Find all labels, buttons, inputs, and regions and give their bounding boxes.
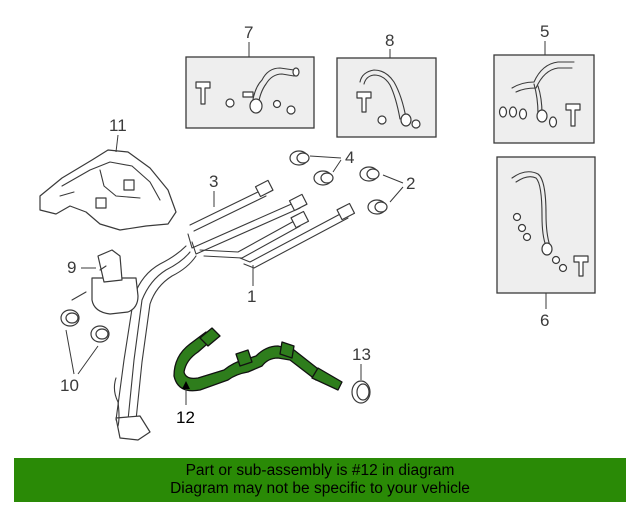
callout-7: 7 <box>244 23 253 42</box>
sub-assembly-6[interactable] <box>496 156 596 294</box>
banner-line-1: Part or sub-assembly is #12 in diagram <box>185 462 455 479</box>
reservoir-9[interactable] <box>71 249 139 315</box>
callout-8: 8 <box>385 31 394 50</box>
callout-2: 2 <box>406 174 415 193</box>
sub-assembly-5[interactable] <box>493 54 595 144</box>
callout-5: 5 <box>540 22 549 41</box>
info-banner: Part or sub-assembly is #12 in diagram D… <box>14 458 626 502</box>
callout-1: 1 <box>247 287 256 306</box>
parts-diagram: 7 8 5 6 <box>39 22 596 441</box>
sub-assembly-8[interactable] <box>336 57 437 138</box>
callout-12: 12 <box>176 408 195 427</box>
callout-3: 3 <box>209 172 218 191</box>
clamps-10[interactable] <box>60 309 110 343</box>
clamps-4[interactable] <box>289 150 334 186</box>
hose-12-highlighted[interactable] <box>173 327 343 392</box>
hose-assembly-1[interactable] <box>113 179 356 441</box>
callout-4: 4 <box>345 148 354 167</box>
callout-13: 13 <box>352 345 371 364</box>
clamp-13[interactable] <box>351 380 371 404</box>
sub-assembly-7[interactable] <box>185 56 315 129</box>
callout-11: 11 <box>109 116 127 135</box>
callout-6: 6 <box>540 311 549 330</box>
callout-9: 9 <box>67 258 76 277</box>
clamps-2[interactable] <box>359 166 388 215</box>
heat-shield-11[interactable] <box>39 149 177 231</box>
callout-10: 10 <box>60 376 79 395</box>
banner-line-2: Diagram may not be specific to your vehi… <box>170 480 470 497</box>
